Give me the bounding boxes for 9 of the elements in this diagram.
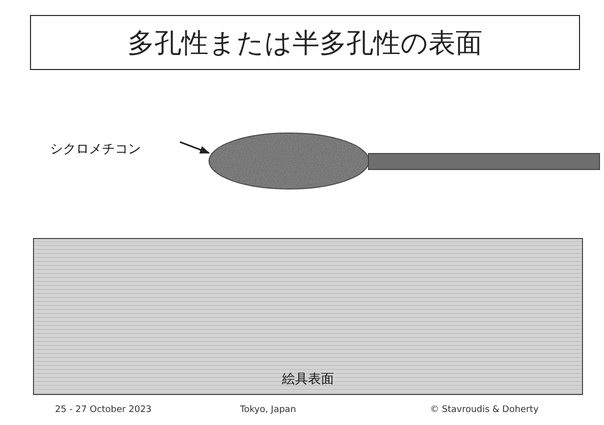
arrow [180, 141, 210, 154]
swab-tip [208, 132, 370, 190]
footer-text: Tokyo, Japan [240, 405, 296, 415]
footer-text: © Stavroudis & Doherty [430, 405, 539, 415]
footer-text: 25 - 27 October 2023 [55, 405, 152, 415]
paint-surface: 絵具表面 [33, 238, 583, 395]
swab-handle [368, 153, 600, 170]
callout-text: シクロメチコン [50, 140, 175, 162]
title-box: 多孔性または半多孔性の表面 [30, 15, 580, 70]
